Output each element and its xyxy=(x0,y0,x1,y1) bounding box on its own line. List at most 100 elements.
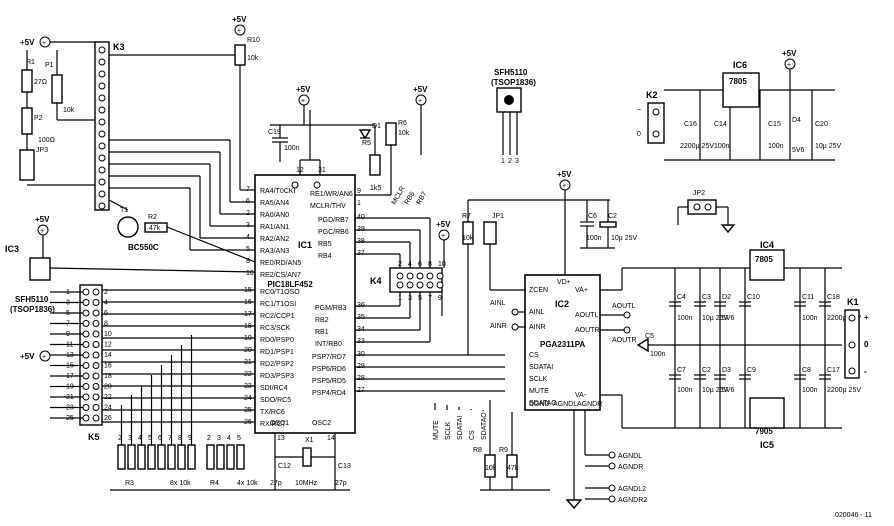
ic1-label: IC1 xyxy=(298,240,312,250)
c5-polarity-icon xyxy=(636,337,649,353)
supply-label-r10: +5V xyxy=(232,15,247,24)
figure-id: 020046 - 11 xyxy=(835,512,872,519)
k4-pin-number: 2 xyxy=(398,261,402,268)
ic1-pin12: 12 xyxy=(296,167,304,174)
bus-label: SCLK xyxy=(445,421,452,440)
k5-pin-number: 2 xyxy=(104,289,108,296)
svg-text:+: + xyxy=(562,183,566,190)
x1-value: 10MHz xyxy=(295,480,318,487)
ic3-alt: (TSOP1836) xyxy=(10,305,55,314)
ic2-label: IC2 xyxy=(555,299,569,309)
ic5-label: IC5 xyxy=(760,440,774,450)
ic1-pin-label: RD1/PSP1 xyxy=(260,349,294,356)
supply-label-k3: +5V xyxy=(20,38,35,47)
svg-text:+: + xyxy=(787,62,791,69)
ic1-pin-label: RB2 xyxy=(315,317,329,324)
r1-label: R1 xyxy=(26,59,35,66)
c12-value: 27p xyxy=(270,480,282,487)
c2-label: C2 xyxy=(608,213,617,220)
supply-label-ic1: +5V xyxy=(296,85,311,94)
svg-text:+: + xyxy=(42,354,46,361)
r3-value: 8x 10k xyxy=(170,480,191,487)
component-label: C7 xyxy=(677,367,686,374)
r3-label: R3 xyxy=(125,480,134,487)
c15-value: 100n xyxy=(768,143,784,150)
supply-label-k5: +5V xyxy=(20,352,35,361)
k5-pin-number: 12 xyxy=(104,342,112,349)
component-value: 5V6 xyxy=(722,315,735,322)
component-value: 100n xyxy=(677,387,693,394)
p1-value: 10k xyxy=(63,107,75,114)
c20-value: 10µ 25V xyxy=(815,143,842,150)
ic1-pin-label: PSP6/RD6 xyxy=(312,366,346,373)
svg-text:5: 5 xyxy=(148,435,152,442)
jp3-jumper xyxy=(19,149,35,181)
r8-label: R8 xyxy=(473,447,482,454)
p2-value: 100Ω xyxy=(38,137,55,144)
bus-label: SDATAO xyxy=(481,412,488,440)
k5-pin-number: 6 xyxy=(104,310,108,317)
c13-value: 27p xyxy=(335,480,347,487)
c6-label: C6 xyxy=(588,213,597,220)
d1-led-icon xyxy=(358,129,372,140)
ic2-pin-label: MUTE xyxy=(529,388,549,395)
ic1-pin-label: MCLR/THV xyxy=(310,203,346,210)
k4-pin-number: 6 xyxy=(418,261,422,268)
ic1-pin-label: SDO/RC5 xyxy=(260,397,291,404)
rb6-label: RB6 xyxy=(404,191,417,206)
ic1-pin-label: RB1 xyxy=(315,329,329,336)
ic5-part: 7905 xyxy=(755,427,773,436)
r5-value: 1k5 xyxy=(370,185,381,192)
ic6-label: IC6 xyxy=(733,60,747,70)
r6-value: 10k xyxy=(398,130,410,137)
c14-value: 100n xyxy=(714,143,730,150)
ic1-pin-number: 1 xyxy=(357,200,361,207)
x1-crystal-icon xyxy=(302,447,312,467)
svg-text:+: + xyxy=(42,40,46,47)
ic2-pin-label: AINL xyxy=(529,309,545,316)
d4-label: D4 xyxy=(792,117,801,124)
k5-pin-number: 20 xyxy=(104,384,112,391)
c20-label: C20 xyxy=(815,121,828,128)
p1-potentiometer xyxy=(51,74,63,104)
svg-text:+: + xyxy=(441,233,445,240)
ic1-pin-label: RX/RC7 xyxy=(260,421,286,428)
k5-pin-number: 4 xyxy=(104,300,108,307)
c5-value: 100n xyxy=(650,351,666,358)
bus-label: SDATAI xyxy=(457,416,464,440)
ic2-pin-label: AINR xyxy=(529,324,546,331)
ic1-pin-label: PSP7/RD7 xyxy=(312,354,346,361)
component-value: 100n xyxy=(677,315,693,322)
component-label: C11 xyxy=(802,294,814,301)
ic1-pin-label: RE1/WR/AN6 xyxy=(310,191,353,198)
ic1-pin-label: RD3/PSP3 xyxy=(260,373,294,380)
svg-text:4: 4 xyxy=(227,435,231,442)
t1-value: BC550C xyxy=(128,243,159,252)
k2-ac: ~ xyxy=(637,107,641,114)
ic1-pin-label: RC3/SCK xyxy=(260,325,291,332)
ic2-pin-label: DGND xyxy=(529,401,550,408)
ainr-input: AINR xyxy=(490,323,507,330)
r10-value: 10k xyxy=(247,55,259,62)
ic1-pin-label: RA1/AN1 xyxy=(260,224,289,231)
ic1-pin-number: 9 xyxy=(357,188,361,195)
component-label: C8 xyxy=(802,367,811,374)
c6-value: 100n xyxy=(586,235,602,242)
component-label: C2 xyxy=(702,367,711,374)
r10-resistor xyxy=(234,44,246,66)
r4-label: R4 xyxy=(210,480,219,487)
r1-resistor xyxy=(21,69,33,93)
r5-resistor xyxy=(369,154,381,176)
ic2-pin-label: SCLK xyxy=(529,376,548,383)
ic1-pin-label: TX/RC6 xyxy=(260,409,285,416)
r6-resistor xyxy=(385,122,397,146)
d4-value: 5V6 xyxy=(792,147,805,154)
k1-plus: + xyxy=(864,313,869,322)
c14-label: C14 xyxy=(714,121,727,128)
k1-minus: - xyxy=(864,367,867,376)
k3-label: K3 xyxy=(113,42,125,52)
k4-connector xyxy=(389,267,443,293)
ic1-pin-number: 10 xyxy=(246,270,254,277)
k5-pin-number: 14 xyxy=(104,352,112,359)
svg-text:+: + xyxy=(418,98,422,105)
